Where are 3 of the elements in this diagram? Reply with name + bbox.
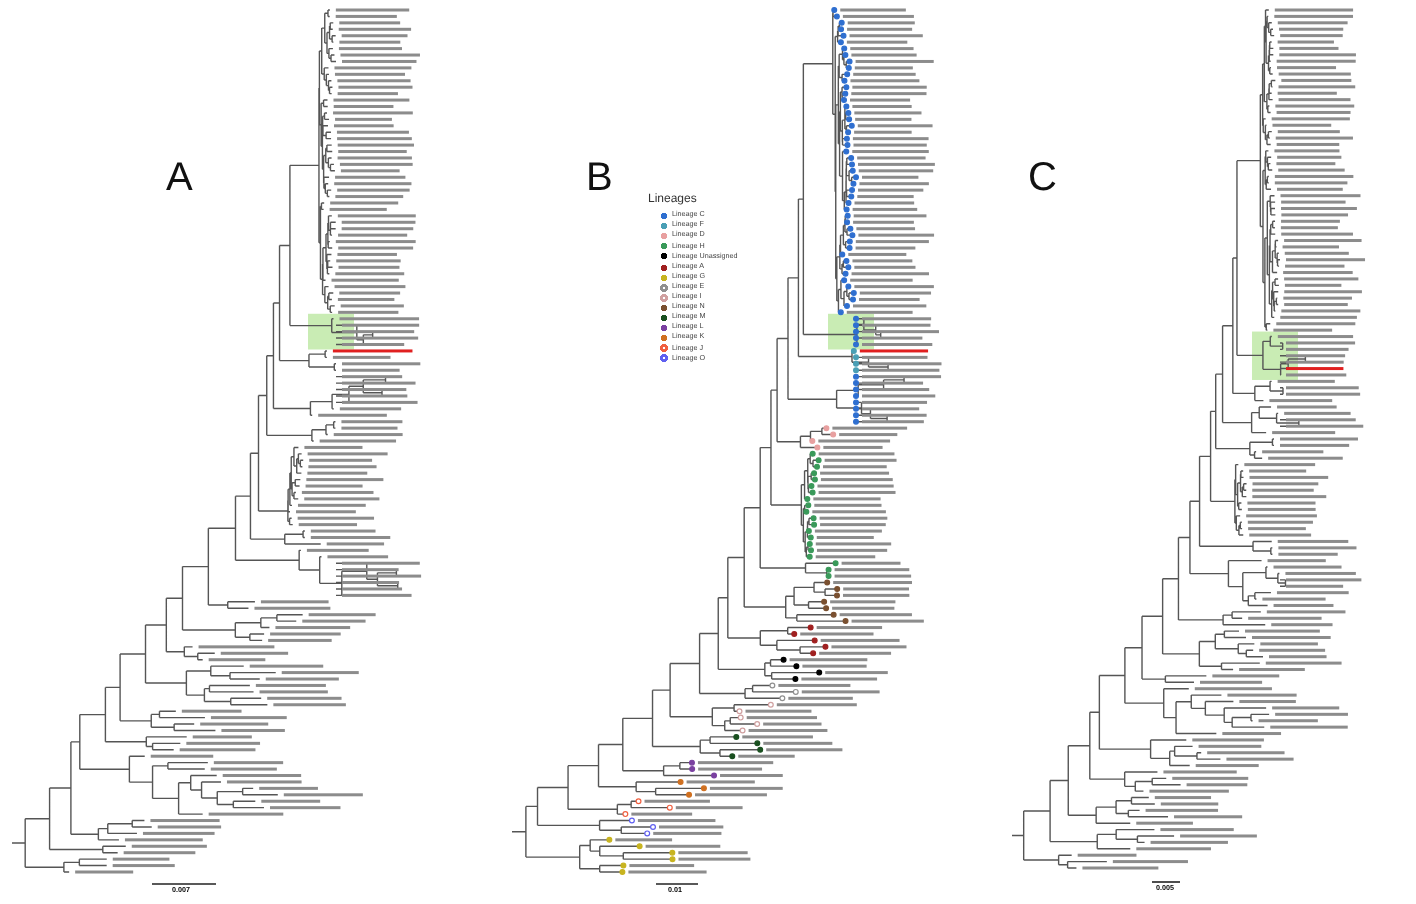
panel-letter: A: [166, 158, 193, 198]
panel-letter: C: [1028, 158, 1057, 198]
panel-letter: B: [586, 158, 613, 198]
